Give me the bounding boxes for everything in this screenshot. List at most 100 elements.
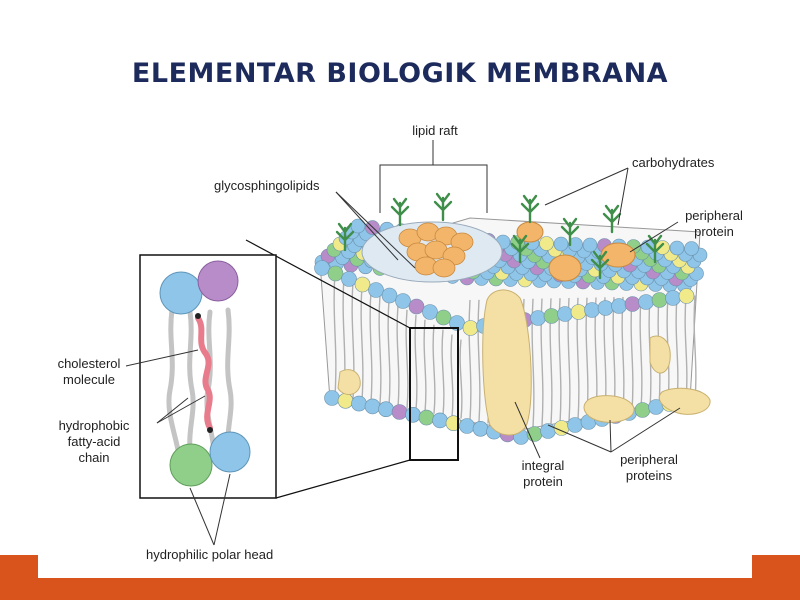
carbohydrate-chain — [602, 204, 622, 234]
polar-head-bottom — [324, 390, 340, 406]
polar-head-top — [553, 236, 569, 252]
polar-head-blue-top — [159, 271, 203, 315]
label-carbohydrates: carbohydrates — [632, 155, 715, 170]
slide-title: ELEMENTAR BIOLOGIK MEMBRANA — [131, 58, 669, 89]
polar-head-bottom — [472, 420, 489, 437]
polar-head-bottom — [432, 412, 448, 429]
integral-protein — [482, 289, 532, 436]
polar-head-top — [684, 241, 699, 256]
polar-head-front-upper — [665, 290, 681, 306]
zoom-detail-panel — [139, 254, 277, 499]
label-hydrophobic-chain: hydrophobic fatty-acid chain — [48, 418, 140, 466]
label-cholesterol-molecule: cholesterol molecule — [48, 356, 130, 388]
cholesterol-molecule — [195, 315, 213, 431]
carbohydrate-chain — [645, 234, 665, 264]
fatty-acid-tail — [414, 314, 418, 411]
polar-head-front-upper — [327, 265, 344, 282]
label-glycosphingolipids: glycosphingolipids — [214, 178, 320, 193]
polar-head-front-upper — [611, 298, 627, 314]
polar-head-top — [655, 240, 670, 255]
fatty-acid-tail — [459, 339, 463, 419]
polar-head-front-upper — [584, 302, 600, 318]
polar-head-front-upper — [435, 309, 452, 326]
peripheral-protein-bottom-2 — [658, 387, 711, 415]
fatty-acid-tail — [378, 294, 382, 405]
lipid-raft-mound — [361, 221, 503, 283]
peripheral-protein-top-2 — [548, 254, 582, 282]
label-peripheral-protein-line2: protein — [694, 224, 734, 239]
polar-head-top — [669, 240, 685, 256]
label-integral-protein: integral protein — [508, 458, 578, 490]
polar-head-bottom — [351, 395, 367, 412]
polar-head-bottom — [567, 417, 583, 433]
polar-head-front-upper — [597, 300, 614, 316]
label-hydrophobic-line3: chain — [78, 450, 110, 465]
fatty-acid-tail — [441, 329, 445, 416]
polar-head-top — [539, 236, 554, 251]
leader-lines — [125, 140, 681, 546]
detail-highlight-box — [409, 327, 459, 461]
polar-head-top — [350, 218, 366, 234]
polar-head-bottom — [391, 404, 408, 420]
polar-head-green-bottom — [169, 443, 213, 487]
polar-head-blue-bottom — [209, 431, 251, 473]
carbohydrate-chain — [520, 194, 540, 224]
fatty-acid-tail — [396, 304, 400, 408]
polar-head-bottom — [418, 409, 435, 426]
polar-head-front-upper — [395, 293, 411, 309]
label-peripheral-protein: peripheral protein — [676, 208, 752, 240]
peripheral-protein-bottom-1 — [583, 395, 635, 423]
polar-head-front-upper — [368, 282, 384, 298]
polar-head-bottom — [405, 406, 421, 423]
label-hydrophobic-line1: hydrophobic — [58, 418, 130, 433]
polar-head-front-upper — [462, 320, 479, 336]
fatty-acid-tail — [387, 299, 391, 406]
fatty-acid-tail — [333, 270, 337, 396]
label-peripheral-proteins: peripheral proteins — [606, 452, 692, 484]
label-cholesterol-line1: cholesterol — [57, 356, 121, 371]
fatty-acid-tail — [693, 295, 697, 401]
polar-head-front-upper — [570, 304, 587, 320]
label-peripheral-proteins-line1: peripheral — [620, 452, 678, 467]
fatty-acid-tail — [639, 296, 643, 410]
carbohydrate-chain — [433, 192, 453, 222]
label-peripheral-protein-line1: peripheral — [685, 208, 743, 223]
carbohydrate-chain — [560, 217, 580, 247]
polar-head-front-upper — [314, 260, 330, 276]
fatty-acid-tail — [477, 299, 481, 422]
carbohydrate-chain — [335, 222, 355, 252]
polar-head-front-upper — [543, 308, 560, 324]
accent-bar-bottom — [0, 578, 800, 600]
polar-head-front-upper — [638, 294, 654, 310]
label-hydrophobic-line2: fatty-acid — [67, 434, 121, 449]
polar-head-front-upper — [678, 288, 695, 304]
polar-head-bottom — [540, 423, 556, 439]
polar-head-front-upper — [408, 298, 425, 315]
label-cholesterol-line2: molecule — [62, 372, 116, 387]
raft-lipid-orange — [432, 258, 456, 278]
peripheral-protein-side — [649, 335, 671, 374]
carbohydrate-chain — [390, 197, 410, 227]
polar-head-front-upper — [354, 276, 371, 293]
polar-head-front-upper — [422, 304, 438, 320]
polar-head-top — [582, 237, 598, 253]
polar-head-bottom — [337, 392, 354, 409]
fatty-acid-tail — [468, 299, 472, 421]
polar-head-front-upper — [624, 296, 641, 312]
polar-head-bottom — [378, 401, 394, 418]
label-integral-line2: protein — [523, 474, 563, 489]
polar-head-bottom — [459, 418, 475, 434]
fatty-acid-tail — [423, 319, 427, 413]
polar-head-bottom — [364, 398, 381, 415]
peripheral-protein-top-3 — [516, 221, 544, 243]
polar-head-front-upper — [557, 306, 573, 322]
polar-head-front-upper — [651, 292, 668, 308]
polar-head-bottom — [634, 402, 651, 418]
polar-head-front-upper — [341, 271, 357, 287]
carbohydrate-chain — [510, 234, 530, 264]
fatty-acid-tail — [450, 334, 454, 418]
peripheral-protein-bottom-3 — [337, 369, 361, 395]
label-peripheral-proteins-line2: proteins — [625, 468, 673, 483]
fatty-acid-tail — [360, 285, 364, 401]
